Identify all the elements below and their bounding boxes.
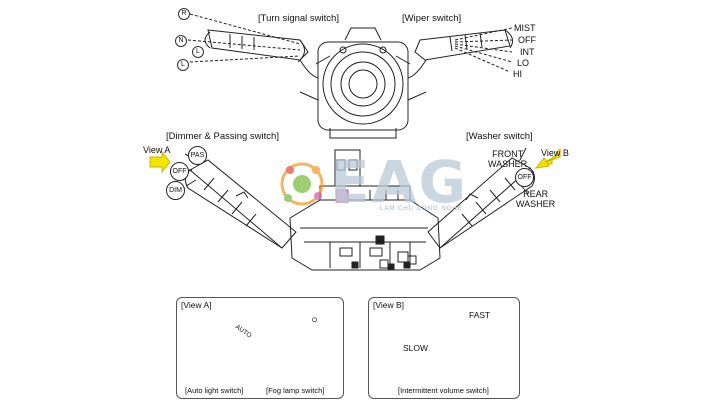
- turn-position-l-inner: L: [192, 46, 204, 58]
- fog-off-mark: O: [312, 317, 318, 324]
- intermittent-volume-switch-caption: [Intermittent volume switch]: [398, 386, 489, 395]
- view-b-label: View B: [541, 148, 569, 158]
- auto-light-switch-caption: [Auto light switch]: [185, 386, 244, 395]
- dimmer-passing-switch-label: [Dimmer & Passing switch]: [166, 131, 279, 142]
- wiper-position-int: INT: [520, 47, 535, 57]
- view-a-panel-title: [View A]: [181, 300, 212, 310]
- arrow-view-b: [534, 153, 561, 169]
- view-a-label: View A: [143, 145, 171, 155]
- dimmer-position-pas: PAS: [188, 146, 207, 165]
- dimmer-stalk: [189, 159, 297, 249]
- dimmer-position-off: OFF: [170, 162, 189, 181]
- switch-body: [289, 199, 441, 271]
- turn-position-l: L: [177, 59, 189, 71]
- turn-position-r: R: [178, 8, 190, 20]
- view-b-panel: [368, 297, 520, 399]
- wiper-position-hi: HI: [513, 69, 522, 79]
- front-washer-label: FRONT WASHER: [488, 149, 528, 169]
- watermark-logo: [280, 162, 324, 206]
- dimmer-position-dim: DIM: [166, 181, 185, 200]
- wiper-switch-label: [Wiper switch]: [402, 13, 462, 24]
- wiper-position-mist: MIST: [514, 23, 536, 33]
- watermark-text: EAG: [330, 148, 469, 216]
- turn-signal-switch-label: [Turn signal switch]: [258, 13, 339, 24]
- wiper-position-off: OFF: [518, 35, 536, 45]
- fast-label: FAST: [469, 310, 491, 320]
- wiper-position-lo: LO: [517, 58, 530, 68]
- fog-lamp-switch-caption: [Fog lamp switch]: [266, 386, 325, 395]
- arrow-view-a: [149, 150, 171, 174]
- view-a-panel: [176, 297, 344, 399]
- rear-washer-label: REAR WASHER: [516, 189, 556, 209]
- slow-label: SLOW: [403, 343, 429, 353]
- turn-position-n: N: [175, 35, 187, 47]
- view-b-panel-title: [View B]: [373, 300, 405, 310]
- watermark-subtext: LAM CHU CONG NGHE: [380, 206, 463, 212]
- turn-stalk-top: [207, 29, 309, 61]
- washer-stalk: [427, 157, 531, 249]
- wiper-stalk-top: [414, 29, 511, 61]
- washer-switch-label: [Washer switch]: [466, 131, 533, 142]
- washer-position-off: OFF: [515, 168, 534, 187]
